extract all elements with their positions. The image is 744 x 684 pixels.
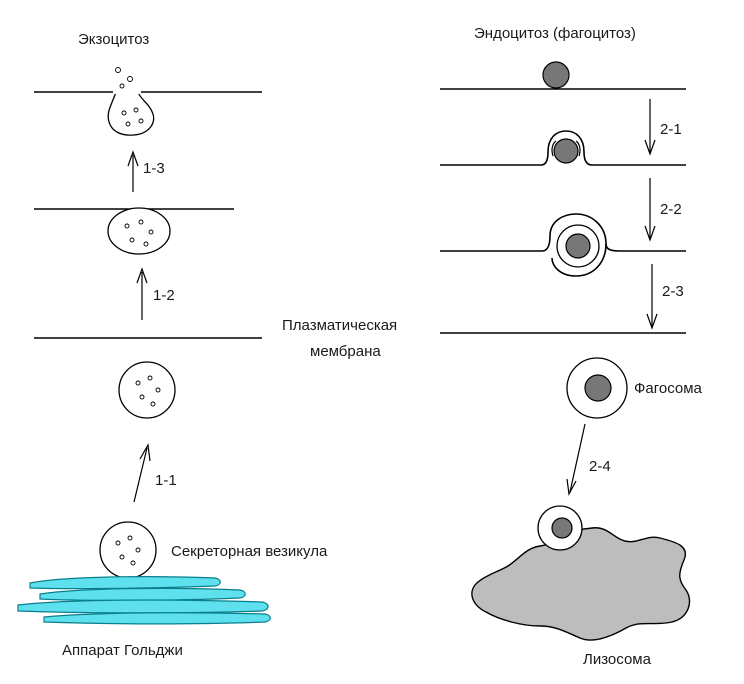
vesicle-content-dot bbox=[115, 540, 121, 546]
plasma-membrane-e3 bbox=[440, 213, 607, 277]
golgi-cisterna-3 bbox=[17, 599, 269, 614]
endocytosis-stage-invagination bbox=[440, 213, 686, 277]
endocytosis-stage-engulf bbox=[440, 130, 686, 166]
vesicle-content-dot bbox=[155, 387, 161, 393]
arrow-2-1-head bbox=[644, 139, 656, 156]
lysosome-body bbox=[471, 527, 691, 641]
vesicle-content-dot bbox=[138, 219, 144, 225]
arrow-2-2-head bbox=[644, 225, 656, 242]
released-content-dot bbox=[127, 76, 133, 82]
step-label-2-2: 2-2 bbox=[660, 201, 682, 218]
particle bbox=[584, 374, 612, 402]
vesicle-content-dot bbox=[150, 401, 156, 407]
membrane-label-line1: Плазматическая bbox=[282, 317, 397, 334]
step-arrow-1-1: 1-1 bbox=[133, 443, 177, 503]
vesicle-content-dot bbox=[124, 223, 130, 229]
step-arrow-2-4: 2-4 bbox=[566, 423, 611, 496]
pseudopod-left bbox=[551, 140, 557, 157]
particle bbox=[551, 517, 573, 539]
step-label-2-1: 2-1 bbox=[660, 121, 682, 138]
endocytosis-title: Эндоцитоз (фагоцитоз) bbox=[474, 25, 636, 42]
arrow-1-2-head bbox=[136, 267, 148, 284]
vesicle-content-dot bbox=[130, 560, 136, 566]
transport-vesicle bbox=[118, 361, 176, 419]
docked-vesicle bbox=[107, 207, 171, 255]
secretory-vesicle-body bbox=[99, 521, 157, 579]
particle bbox=[565, 233, 591, 259]
step-label-1-3: 1-3 bbox=[143, 160, 165, 177]
golgi-label: Аппарат Гольджи bbox=[62, 642, 183, 659]
step-arrow-2-3: 2-3 bbox=[646, 264, 684, 330]
arrow-1-1-head bbox=[139, 443, 151, 462]
vesicle-content-dot bbox=[135, 380, 141, 386]
exocytosis-stage-docking bbox=[34, 207, 234, 255]
endocytosis-stage-contact bbox=[440, 61, 686, 90]
lysosome bbox=[471, 505, 691, 641]
vesicle-content-dot bbox=[125, 121, 131, 127]
vesicle-content-dot bbox=[129, 237, 135, 243]
step-arrow-1-3: 1-3 bbox=[127, 150, 165, 192]
vesicle-content-dot bbox=[133, 107, 139, 113]
arrow-1-3-head bbox=[127, 150, 139, 167]
membrane-label-line2: мембрана bbox=[310, 343, 381, 360]
arrow-2-4-head bbox=[566, 478, 577, 496]
step-arrow-2-1: 2-1 bbox=[644, 99, 682, 156]
step-label-2-4: 2-4 bbox=[589, 458, 611, 475]
secretory-vesicle-label: Секреторная везикула bbox=[171, 543, 328, 560]
arrow-2-3-head bbox=[646, 313, 658, 330]
plasma-membrane-e3-right bbox=[605, 243, 686, 252]
vesicle-content-dot bbox=[148, 229, 154, 235]
vesicle-content-dot bbox=[119, 554, 125, 560]
vesicle-content-dot bbox=[127, 535, 133, 541]
vesicle-content-dot bbox=[139, 394, 145, 400]
particle bbox=[553, 138, 579, 164]
vesicle-content-dot bbox=[121, 110, 127, 116]
golgi-cisterna-4 bbox=[43, 612, 271, 625]
golgi-cisterna-1 bbox=[29, 576, 221, 590]
lysosome-label: Лизосома bbox=[583, 651, 652, 668]
arrow-1-1-shaft bbox=[133, 447, 148, 503]
vesicle-content-dot bbox=[143, 241, 149, 247]
step-label-1-1: 1-1 bbox=[155, 472, 177, 489]
membrane-gap bbox=[113, 89, 141, 94]
vesicle-content-dot bbox=[147, 375, 153, 381]
golgi-cisterna-2 bbox=[39, 587, 246, 601]
phagosome-label: Фагосома bbox=[634, 380, 703, 397]
pseudopod-right bbox=[575, 140, 581, 157]
secretory-vesicle bbox=[99, 521, 157, 579]
arrow-2-4-shaft bbox=[569, 423, 586, 493]
free-vesicle bbox=[118, 361, 176, 419]
fusing-vesicle bbox=[107, 91, 155, 136]
step-label-1-2: 1-2 bbox=[153, 287, 175, 304]
released-content-dot bbox=[119, 83, 125, 89]
particle bbox=[542, 61, 570, 89]
released-content-dot bbox=[115, 67, 121, 73]
plasma-membrane-e2 bbox=[440, 130, 686, 166]
vesicle-content-dot bbox=[135, 547, 141, 553]
exocytosis-title: Экзоцитоз bbox=[78, 31, 149, 48]
step-arrow-2-2: 2-2 bbox=[644, 178, 682, 242]
step-label-2-3: 2-3 bbox=[662, 283, 684, 300]
phagosome bbox=[566, 357, 628, 419]
exocytosis-stage-fusion bbox=[34, 67, 262, 136]
vesicle-content-dot bbox=[138, 118, 144, 124]
step-arrow-1-2: 1-2 bbox=[136, 267, 175, 320]
golgi-apparatus bbox=[17, 576, 271, 625]
